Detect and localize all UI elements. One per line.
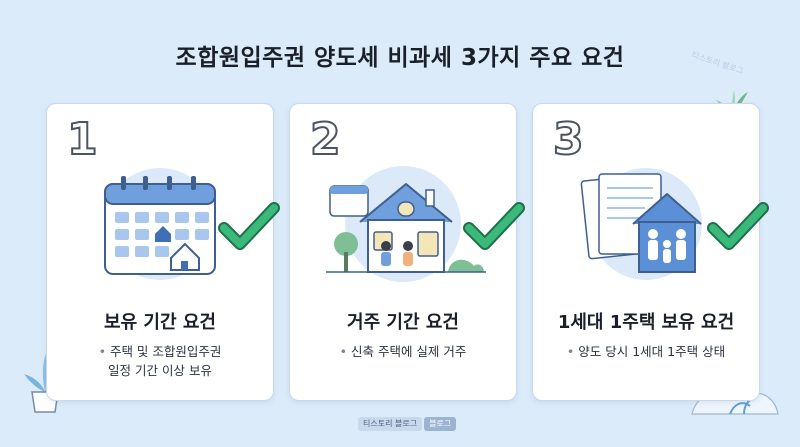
requirement-card-holding: 1 보유 기간 요건 •주택 및 조합원입주권 일정 기간 이상 보유: [46, 103, 274, 401]
card-description: •주택 및 조합원입주권 일정 기간 이상 보유: [47, 342, 273, 380]
check-icon: [218, 202, 280, 250]
documents-family-house-icon: [580, 168, 702, 280]
description-line: 주택 및 조합원입주권: [109, 344, 222, 359]
card-title: 보유 기간 요건: [104, 312, 216, 333]
description-line: 양도 당시 1세대 1주택 상태: [578, 344, 726, 359]
bullet-symbol: •: [339, 344, 347, 359]
card-title: 1세대 1주택 보유 요건: [557, 312, 735, 333]
requirement-card-residence: 2 거주 기간 요건 •신축 주택에 실제 거주: [289, 103, 517, 401]
page-title: 조합원입주권 양도세 비과세 3가지 주요 요건: [175, 45, 625, 71]
card-description: •양도 당시 1세대 1주택 상태: [533, 342, 759, 361]
bullet-symbol: •: [98, 344, 106, 359]
card-title: 거주 기간 요건: [347, 312, 459, 333]
footer-right-label: 블로그: [424, 417, 457, 431]
footer-left-label: 티스토리 블로그: [358, 417, 423, 431]
card-description: •신축 주택에 실제 거주: [290, 342, 516, 361]
description-line: 신축 주택에 실제 거주: [350, 344, 467, 359]
check-icon: [463, 202, 525, 250]
card-number: 1: [66, 113, 99, 166]
house-residents-icon: [326, 166, 486, 282]
footer-badge: 티스토리 블로그 블로그: [358, 417, 457, 431]
calendar-house-icon: [104, 168, 216, 280]
bullet-symbol: •: [566, 344, 575, 359]
check-icon: [707, 202, 769, 250]
description-line: 일정 기간 이상 보유: [108, 363, 212, 378]
card-number: 2: [309, 113, 342, 166]
requirement-card-one-house: 3 1세대 1주택 보유 요건 •양도 당시 1세대 1주택 상태: [532, 103, 760, 401]
card-number: 3: [552, 113, 585, 166]
